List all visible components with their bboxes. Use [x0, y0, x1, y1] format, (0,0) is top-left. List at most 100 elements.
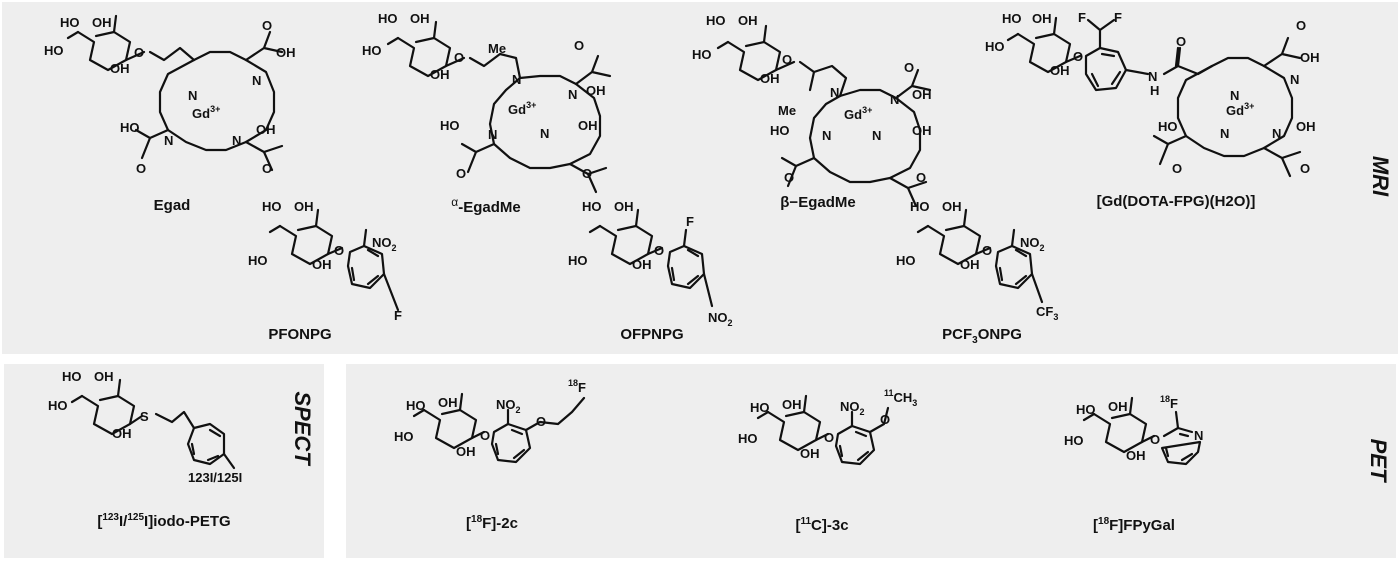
fpg-n4: N [1272, 126, 1281, 141]
alpha-o3: O [582, 166, 592, 181]
fpg-ho2: HO [1158, 119, 1178, 134]
alpha-n3: N [488, 127, 497, 142]
beta-ho2: HO [770, 123, 790, 138]
alpha-oh-top: OH [410, 11, 430, 26]
beta-ho-top: HO [706, 13, 726, 28]
fpg-nh-h: H [1150, 83, 1159, 98]
c3c-no2: NO2 [840, 399, 865, 417]
caption-egad: Egad [153, 197, 191, 214]
caption-f18-2c: [18F]-2c [466, 514, 518, 532]
molecule-ofpnpg [588, 208, 714, 308]
caption-ofpnpg: OFPNPG [620, 326, 684, 343]
alpha-oh3: OH [578, 118, 598, 133]
alpha-ho-left: HO [362, 43, 382, 58]
ofpnpg-f: F [686, 214, 694, 229]
beta-ho-left: HO [692, 47, 712, 62]
egad-n2: N [252, 73, 261, 88]
fpg-o2: O [1172, 161, 1182, 176]
pcf3-oh-bottom: OH [960, 257, 980, 272]
fpg-oh-top: OH [1032, 11, 1052, 26]
petg-ho-left: HO [48, 398, 68, 413]
c3c-oh-bottom: OH [800, 446, 820, 461]
molecule-dota-fpg [1006, 16, 1302, 178]
f2c-ho-top: HO [406, 398, 426, 413]
molecule-pcf3onpg [916, 208, 1044, 304]
fpy-o-link: O [1150, 432, 1160, 447]
pcf3-no2: NO2 [1020, 235, 1045, 253]
beta-oh-bottom: OH [760, 71, 780, 86]
alpha-n2: N [568, 87, 577, 102]
petg-iodo: 123I/125I [188, 470, 242, 485]
ofpnpg-oh-bottom: OH [632, 257, 652, 272]
ofpnpg-ho-top: HO [582, 199, 602, 214]
molecule-c11-3c [756, 394, 890, 466]
egad-ho-top: HO [60, 15, 80, 30]
mri-panel [2, 2, 1398, 354]
caption-iodo-petg: [123I/125I]iodo-PETG [97, 512, 231, 530]
alpha-o1: O [574, 38, 584, 53]
egad-o3: O [262, 161, 272, 176]
caption-beta-egadme: β−EgadMe [780, 194, 856, 211]
beta-me: Me [778, 103, 796, 118]
alpha-oh1: OH [586, 83, 606, 98]
beta-oh-top: OH [738, 13, 758, 28]
fpg-nh-n: N [1148, 69, 1157, 84]
egad-n3: N [164, 133, 173, 148]
pfonpg-o-link: O [334, 243, 344, 258]
beta-n1: N [830, 85, 839, 100]
caption-dota-fpg: [Gd(DOTA-FPG)(H2O)] [1096, 193, 1256, 210]
alpha-n1: N [512, 72, 521, 87]
beta-o1: O [904, 60, 914, 75]
c3c-oh-top: OH [782, 397, 802, 412]
egad-gd: Gd3+ [192, 104, 220, 121]
ofpnpg-oh-top: OH [614, 199, 634, 214]
caption-alpha-egadme: α-EgadMe [451, 195, 521, 216]
egad-ho-left: HO [44, 43, 64, 58]
c3c-o-link: O [824, 430, 834, 445]
egad-o2: O [136, 161, 146, 176]
petg-ho-top: HO [62, 369, 82, 384]
alpha-me: Me [488, 41, 506, 56]
f2c-o-ether: O [536, 414, 546, 429]
pcf3-ho-top: HO [910, 199, 930, 214]
f2c-oh-bottom: OH [456, 444, 476, 459]
ofpnpg-ho-left: HO [568, 253, 588, 268]
fpy-f18: 18F [1160, 394, 1178, 411]
alpha-gd: Gd3+ [508, 100, 536, 117]
f2c-f18: 18F [568, 378, 586, 395]
egad-ho2: HO [120, 120, 140, 135]
alpha-n4: N [540, 126, 549, 141]
egad-o1: O [262, 18, 272, 33]
fpg-gd: Gd3+ [1226, 101, 1254, 118]
egad-oh-top: OH [92, 15, 112, 30]
pet-panel [346, 364, 1396, 558]
f2c-o-link: O [480, 428, 490, 443]
molecule-alpha-egadme [386, 20, 612, 194]
pfonpg-no2: NO2 [372, 235, 397, 253]
fpy-n: N [1194, 428, 1203, 443]
egad-oh3: OH [256, 122, 276, 137]
pfonpg-oh-bottom: OH [312, 257, 332, 272]
molecule-pfonpg [268, 208, 400, 312]
beta-gd: Gd3+ [844, 105, 872, 122]
pfonpg-ho-top: HO [262, 199, 282, 214]
ofpnpg-o-link: O [654, 243, 664, 258]
beta-o2: O [784, 170, 794, 185]
fpg-n3: N [1220, 126, 1229, 141]
beta-o-link: O [782, 52, 792, 67]
caption-c11-3c: [11C]-3c [795, 516, 849, 534]
molecule-f18-2c [412, 392, 586, 464]
spect-panel [4, 364, 324, 558]
petg-s: S [140, 409, 149, 424]
fpg-o-link: O [1073, 49, 1083, 64]
fpy-oh-top: OH [1108, 399, 1128, 414]
beta-n3: N [822, 128, 831, 143]
alpha-o2: O [456, 166, 466, 181]
egad-oh-bottom: OH [110, 61, 130, 76]
pcf3-oh-top: OH [942, 199, 962, 214]
c3c-o-ether: O [880, 412, 890, 427]
beta-oh3: OH [912, 123, 932, 138]
fpg-o-amide: O [1176, 34, 1186, 49]
c3c-ch3: 11CH3 [884, 388, 917, 408]
